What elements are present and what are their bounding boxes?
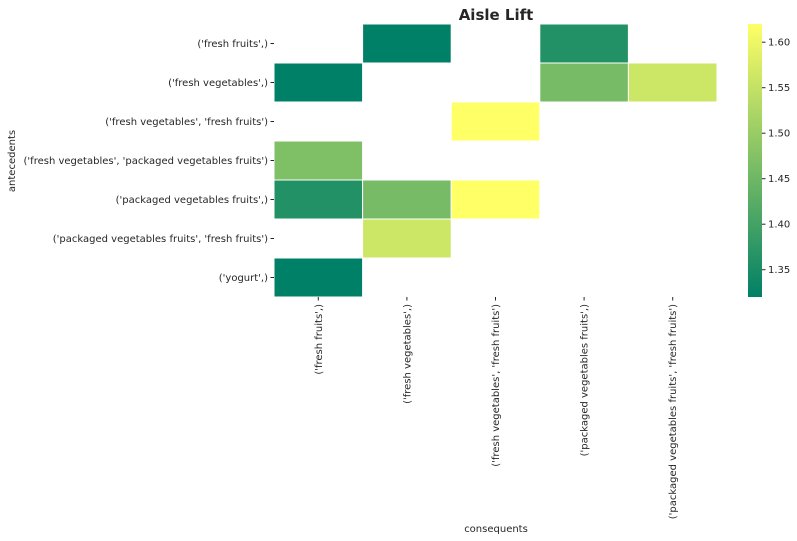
heatmap-cell	[450, 101, 541, 142]
colorbar-tick-label: 1.35	[768, 265, 790, 276]
chart-title: Aisle Lift	[459, 6, 534, 24]
colorbar-tick-label: 1.60	[768, 38, 790, 49]
heatmap-cell	[273, 140, 364, 181]
row-label: ('fresh vegetables', 'packaged vegetable…	[24, 156, 269, 167]
column-label: ('packaged vegetables fruits',)	[580, 304, 591, 456]
row-label: ('fresh vegetables',)	[168, 78, 268, 89]
heatmap-cell	[362, 218, 452, 259]
y-axis-label: antecedents	[7, 130, 18, 192]
row-label: ('fresh vegetables', 'fresh fruits')	[105, 117, 268, 128]
colorbar-tick-label: 1.45	[768, 174, 790, 185]
heatmap-cell	[539, 62, 629, 103]
colorbar-tick-label: 1.40	[768, 220, 790, 231]
row-label: ('fresh fruits',)	[197, 39, 268, 50]
heatmap-cell	[450, 179, 541, 220]
colorbar-tick-label: 1.50	[768, 129, 790, 140]
column-label: ('packaged vegetables fruits', 'fresh fr…	[668, 304, 679, 519]
heatmap-cell	[362, 23, 452, 64]
row-label: ('packaged vegetables fruits', 'fresh fr…	[53, 234, 268, 245]
heatmap-cell	[539, 23, 629, 64]
colorbar-ticks: 1.35 1.40 1.45 1.50 1.55 1.60	[762, 38, 790, 276]
x-axis-label: consequents	[464, 524, 528, 535]
colorbar: 1.35 1.40 1.45 1.50 1.55 1.60	[748, 24, 790, 297]
row-labels: ('fresh fruits',) ('fresh vegetables',) ('…	[24, 39, 274, 284]
colorbar-tick-label: 1.55	[768, 83, 790, 94]
row-label: ('yogurt',)	[219, 273, 268, 284]
heatmap-cell	[273, 179, 364, 220]
column-label: ('fresh vegetables',)	[402, 304, 413, 404]
column-label: ('fresh vegetables', 'fresh fruits')	[491, 304, 502, 467]
row-label: ('packaged vegetables fruits',)	[116, 195, 268, 206]
column-labels: ('fresh fruits',) ('fresh vegetables',) ('…	[314, 297, 679, 519]
heatmap-cell	[362, 179, 452, 220]
heatmap-cell	[273, 62, 364, 103]
heatmap-cells	[273, 23, 718, 298]
heatmap-cell	[627, 62, 718, 103]
column-label: ('fresh fruits',)	[314, 304, 325, 375]
heatmap-cell	[273, 257, 364, 298]
colorbar-gradient	[748, 24, 762, 297]
